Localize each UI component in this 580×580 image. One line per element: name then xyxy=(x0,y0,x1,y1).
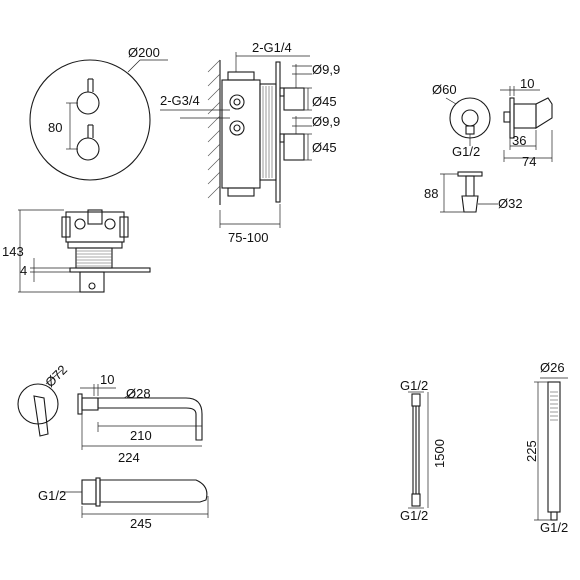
shower-length-label: 225 xyxy=(524,440,539,462)
spout-top-view: Ø72 10 Ø28 210 224 xyxy=(17,362,203,465)
holder-height-label: 88 xyxy=(424,186,438,201)
outlet-offset-label: 10 xyxy=(520,76,534,91)
spout-reach-total-label: 224 xyxy=(118,450,140,465)
outlet-depth-label: 36 xyxy=(512,133,526,148)
inlets-label: 2-G3/4 xyxy=(160,93,200,108)
spout-bottom-reach-label: 245 xyxy=(130,516,152,531)
shower-thread-label: G1/2 xyxy=(540,520,568,535)
cover-thickness-label: 4 xyxy=(20,263,27,278)
lower-knob xyxy=(76,137,100,161)
spout-reach-inner-label: 210 xyxy=(130,428,152,443)
outlets-label: 2-G1/4 xyxy=(252,40,292,55)
wall-outlet-view: Ø60 G1/2 10 36 74 xyxy=(432,76,553,169)
outlet-thread-label: G1/2 xyxy=(452,144,480,159)
top-small-diameter-label: Ø9,9 xyxy=(312,62,340,77)
hose-view: G1/2 1500 G1/2 xyxy=(400,378,447,523)
spout-bottom-view: G1/2 245 xyxy=(38,477,209,531)
cover-plate-circle xyxy=(29,59,151,181)
plate-diameter-label: Ø200 xyxy=(128,45,160,60)
spout-bottom-thread-label: G1/2 xyxy=(38,488,66,503)
valve-body-view: 2-G1/4 2-G3/4 Ø9,9 Ø45 Ø9,9 Ø45 75-100 xyxy=(160,40,340,245)
outlet-length-label: 74 xyxy=(522,154,536,169)
bottom-small-diameter-label: Ø9,9 xyxy=(312,114,340,129)
spout-thickness-label: 10 xyxy=(100,372,114,387)
holder-diameter-label: Ø32 xyxy=(498,196,523,211)
bottom-knob-diameter-label: Ø45 xyxy=(312,140,337,155)
spout-pipe-diameter-label: Ø28 xyxy=(126,386,151,401)
depth-range-label: 75-100 xyxy=(228,230,268,245)
hand-shower-view: Ø26 225 G1/2 xyxy=(524,360,568,535)
height-label: 143 xyxy=(2,244,24,259)
upper-knob xyxy=(76,91,100,115)
outlet-diameter-label: Ø60 xyxy=(432,82,457,97)
holder-view: 88 Ø32 xyxy=(424,171,523,213)
thermostat-side-view: 143 4 xyxy=(2,209,151,293)
hose-thread-bottom-label: G1/2 xyxy=(400,508,428,523)
top-knob-diameter-label: Ø45 xyxy=(312,94,337,109)
hose-thread-top-label: G1/2 xyxy=(400,378,428,393)
thermostat-front-view: 80 Ø200 xyxy=(29,45,168,181)
hose-length-label: 1500 xyxy=(432,439,447,468)
spacing-label: 80 xyxy=(48,120,62,135)
shower-diameter-label: Ø26 xyxy=(540,360,565,375)
